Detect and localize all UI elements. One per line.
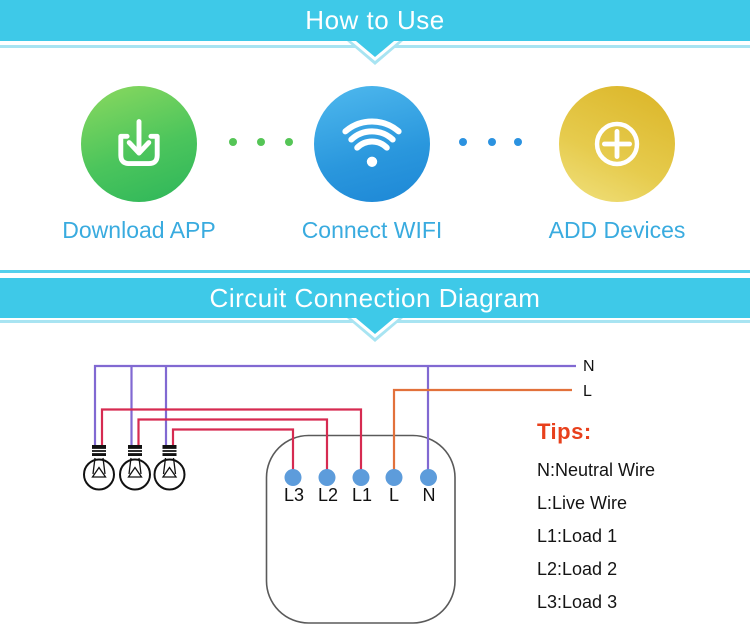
dots-separator: [488, 138, 496, 146]
add-devices-step-circle: [559, 86, 675, 202]
dots-separator: [257, 138, 265, 146]
dots-separator: [514, 138, 522, 146]
light-bulb: [83, 445, 186, 491]
tips-title: Tips:: [537, 419, 592, 444]
tip-load1: L1:Load 1: [537, 526, 618, 546]
tip-neutral: N:Neutral Wire: [537, 460, 656, 480]
add-devices-label: ADD Devices: [548, 217, 686, 243]
dots-separator: [459, 138, 467, 146]
terminal-label-l: L: [389, 485, 399, 505]
how-to-use-title: How to Use: [305, 5, 445, 35]
tips-panel: Tips: N:Neutral Wire L:Live Wire L1:Load…: [537, 419, 655, 619]
live-wire-label: L: [583, 383, 592, 400]
how-to-use-banner: How to Use: [0, 0, 750, 41]
download-icon: [118, 119, 160, 167]
dots-separator: [285, 138, 293, 146]
download-app-label: Download APP: [62, 217, 216, 243]
terminal-label-l3: L3: [284, 485, 304, 505]
circuit-diagram-banner: Circuit Connection Diagram: [0, 278, 750, 318]
load-wires: [100, 408, 363, 470]
wifi-icon: [342, 118, 402, 167]
tip-load3: L3:Load 3: [537, 592, 618, 612]
dots-separator: [229, 138, 237, 146]
terminal-dot: [284, 469, 437, 486]
tip-live: L:Live Wire: [537, 493, 628, 513]
terminal-label-n: N: [423, 485, 436, 505]
circuit-diagram-title: Circuit Connection Diagram: [209, 283, 541, 313]
banner-arrow: [356, 318, 394, 334]
add-icon: [594, 121, 640, 167]
tip-load2: L2:Load 2: [537, 559, 618, 579]
terminal-label-l2: L2: [318, 485, 338, 505]
smart-switch-body: [265, 434, 456, 624]
download-app-step-circle: [81, 86, 197, 202]
neutral-wire-label: N: [583, 358, 595, 375]
section-divider-rule: [0, 270, 750, 273]
terminal-label-l1: L1: [352, 485, 372, 505]
connect-wifi-step-circle: [314, 86, 430, 202]
connect-wifi-label: Connect WIFI: [301, 217, 443, 243]
neutral-wires: [93, 364, 576, 470]
banner-arrow: [356, 41, 394, 57]
